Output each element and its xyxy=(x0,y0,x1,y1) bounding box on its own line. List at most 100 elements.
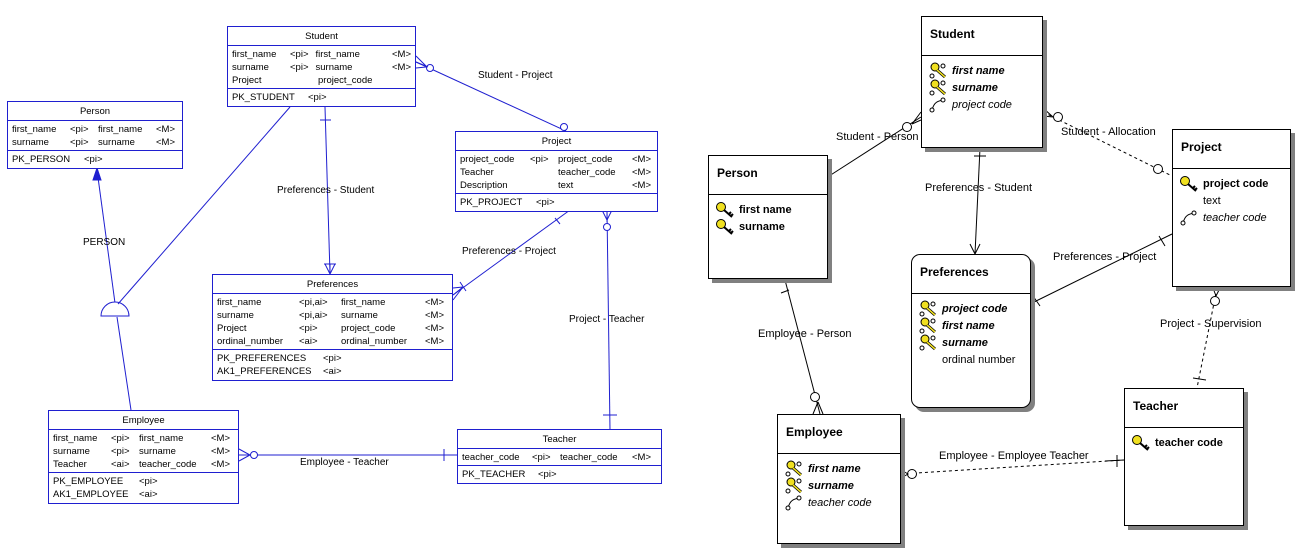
primary-key-icon xyxy=(1179,175,1201,192)
table-preferences[interactable]: Preferences first_name<pi,ai>first_name<… xyxy=(212,274,453,381)
column-row: Teacher<ai>teacher_code<M> xyxy=(53,459,231,470)
attribute-list: first name surname xyxy=(709,195,827,235)
entity-title: Teacher xyxy=(1125,389,1243,428)
primary-key-icon xyxy=(715,201,737,218)
entity-student[interactable]: Student first name surname project code xyxy=(921,16,1043,148)
primary-foreign-key-icon xyxy=(784,460,806,477)
link-employee-person[interactable] xyxy=(784,279,821,415)
attribute-list: first name surname teacher code xyxy=(778,454,900,511)
primary-key-icon xyxy=(1131,434,1153,451)
foreign-key-icon xyxy=(784,494,806,511)
attribute-list: project code first name surname ordinal … xyxy=(912,294,1030,368)
attribute-list: project code text teacher code xyxy=(1173,169,1290,226)
column-list: first_name<pi,ai>first_name<M> surname<p… xyxy=(213,294,452,350)
link-project-supervision[interactable] xyxy=(1196,287,1218,389)
table-project[interactable]: Project project_code<pi>project_code<M> … xyxy=(455,131,658,212)
table-teacher[interactable]: Teacher teacher_code<pi>teacher_code<M> … xyxy=(457,429,662,484)
table-title: Person xyxy=(8,102,182,121)
label-employee-employee-teacher: Employee - Employee Teacher xyxy=(939,450,1089,462)
primary-foreign-key-icon xyxy=(918,317,940,334)
entity-title: Project xyxy=(1173,130,1290,169)
label-student-allocation: Student - Allocation xyxy=(1061,126,1156,138)
table-title: Project xyxy=(456,132,657,151)
attribute-row: text xyxy=(1203,194,1221,207)
attribute-row: surname xyxy=(928,79,1042,96)
key-list: PK_PERSON<pi> xyxy=(8,151,182,168)
key-row: PK_TEACHER<pi> xyxy=(462,469,557,480)
attribute-row: first name xyxy=(918,317,1030,334)
table-title: Student xyxy=(228,27,415,46)
label-preferences-project-logical: Preferences - Project xyxy=(1053,251,1157,263)
column-row: surname<pi>surname<M> xyxy=(232,62,411,73)
primary-foreign-key-icon xyxy=(784,477,806,494)
link-project-teacher[interactable] xyxy=(606,209,611,431)
column-list: first_name<pi>first_name<M> surname<pi>s… xyxy=(49,430,238,473)
table-title: Preferences xyxy=(213,275,452,294)
key-list: PK_PROJECT<pi> xyxy=(456,194,657,211)
column-row: ordinal_number<ai>ordinal_number<M> xyxy=(217,336,445,347)
key-list: PK_PREFERENCES<pi> AK1_PREFERENCES<ai> xyxy=(213,350,452,380)
label-student-person: Student - Person xyxy=(836,131,919,143)
entity-title: Employee xyxy=(778,415,900,454)
link-student-allocation[interactable] xyxy=(1042,111,1173,177)
label-project-teacher: Project - Teacher xyxy=(569,314,645,325)
label-student-project: Student - Project xyxy=(478,70,553,81)
attribute-row: project code xyxy=(928,96,1042,113)
table-person[interactable]: Person first_name<pi>first_name<M> surna… xyxy=(7,101,183,169)
key-list: PK_TEACHER<pi> xyxy=(458,466,661,483)
primary-foreign-key-icon xyxy=(928,62,950,79)
column-row: teacher_code<pi>teacher_code<M> xyxy=(462,452,652,463)
label-inheritance-person: PERSON xyxy=(83,237,126,248)
entity-teacher[interactable]: Teacher teacher code xyxy=(1124,388,1244,526)
link-student-project[interactable] xyxy=(415,61,567,132)
label-project-supervision: Project - Supervision xyxy=(1160,318,1262,330)
link-student-inheritance[interactable] xyxy=(117,106,291,305)
entity-title: Person xyxy=(709,156,827,195)
link-preferences-project-logical[interactable] xyxy=(1029,233,1173,305)
primary-foreign-key-icon xyxy=(918,334,940,351)
link-preferences-student[interactable] xyxy=(324,106,331,275)
table-employee[interactable]: Employee first_name<pi>first_name<M> sur… xyxy=(48,410,239,504)
column-row: first_name<pi,ai>first_name<M> xyxy=(217,297,445,308)
link-preferences-student-logical[interactable] xyxy=(974,147,981,255)
table-title: Employee xyxy=(49,411,238,430)
label-employee-teacher: Employee - Teacher xyxy=(300,457,389,468)
foreign-key-icon xyxy=(928,96,950,113)
foreign-key-icon xyxy=(1179,209,1201,226)
attribute-row: teacher code xyxy=(784,494,900,511)
key-list: PK_STUDENT<pi> xyxy=(228,89,415,106)
table-title: Teacher xyxy=(458,430,661,449)
attribute-row: surname xyxy=(715,218,827,235)
entity-preferences[interactable]: Preferences project code first name surn… xyxy=(911,254,1031,408)
entity-employee[interactable]: Employee first name surname teacher code xyxy=(777,414,901,544)
attribute-list: first name surname project code xyxy=(922,56,1042,113)
entity-project[interactable]: Project project code text teacher code xyxy=(1172,129,1291,287)
attribute-row: teacher code xyxy=(1179,209,1290,226)
link-employee-inheritance[interactable] xyxy=(116,316,132,411)
attribute-row: project code xyxy=(1179,175,1290,192)
key-row: AK1_EMPLOYEE<ai> xyxy=(53,489,158,500)
label-preferences-project: Preferences - Project xyxy=(462,246,556,257)
attribute-row: first name xyxy=(784,460,900,477)
attribute-list: teacher code xyxy=(1125,428,1243,451)
link-employee-employee-teacher[interactable] xyxy=(900,459,1125,475)
link-inheritance-person[interactable] xyxy=(96,169,116,304)
table-student[interactable]: Student first_name<pi>first_name<M> surn… xyxy=(227,26,416,107)
entity-person[interactable]: Person first name surname xyxy=(708,155,828,279)
attribute-row: project code xyxy=(918,300,1030,317)
key-row: PK_EMPLOYEE<pi> xyxy=(53,476,158,487)
primary-foreign-key-icon xyxy=(928,79,950,96)
attribute-row: surname xyxy=(784,477,900,494)
column-row: project_code<pi>project_code<M> xyxy=(460,154,652,165)
label-employee-person: Employee - Person xyxy=(758,328,852,340)
column-row: first_name<pi>first_name<M> xyxy=(232,49,411,60)
link-preferences-project[interactable] xyxy=(452,209,571,296)
column-row: surname<pi>surname<M> xyxy=(53,446,231,457)
key-row: PK_PREFERENCES<pi> xyxy=(217,353,342,364)
key-row: PK_PERSON<pi> xyxy=(12,154,103,165)
column-row: surname<pi,ai>surname<M> xyxy=(217,310,445,321)
attribute-row: first name xyxy=(715,201,827,218)
entity-title: Student xyxy=(922,17,1042,56)
